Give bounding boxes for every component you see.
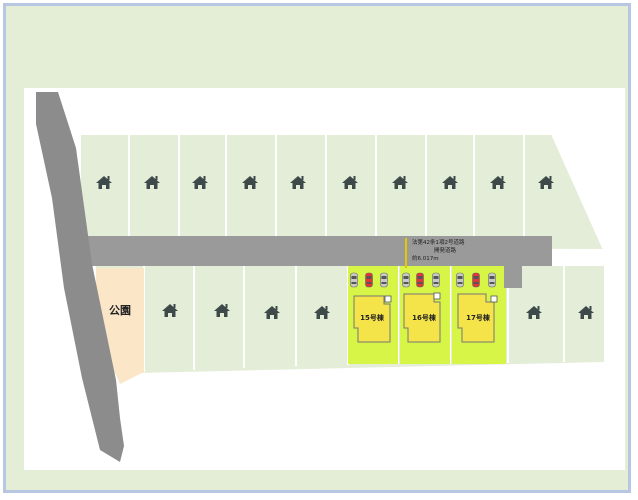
car-icon [416, 272, 424, 288]
site-plan-svg: 公園 15号棟 16号棟 17号棟 法第42条1項2号道路 開発道路 約6.01… [36, 92, 606, 462]
parking-cars [350, 272, 496, 288]
car-icon [432, 272, 440, 288]
car-icon [380, 272, 388, 288]
meter-box-15 [384, 295, 392, 303]
lot-16-label: 16号棟 [412, 313, 437, 322]
road-label-line1: 法第42条1項2号道路 [412, 238, 465, 246]
house-footprint-15 [353, 295, 391, 343]
meter-box-16 [433, 292, 441, 300]
road-label-line2: 開発道路 [434, 246, 457, 254]
top-lots-area [79, 133, 606, 252]
park-label: 公園 [109, 304, 131, 317]
car-icon [350, 272, 358, 288]
car-icon [456, 272, 464, 288]
lot-15-label: 15号棟 [360, 313, 385, 322]
top-lot-dividers [128, 134, 525, 238]
meter-box-17 [490, 295, 498, 303]
site-plan-map: 公園 15号棟 16号棟 17号棟 法第42条1項2号道路 開発道路 約6.01… [24, 88, 625, 470]
car-icon [402, 272, 410, 288]
car-icon [365, 272, 373, 288]
development-road [84, 236, 552, 288]
main-road [36, 92, 124, 462]
road-label-line3: 約6.017m [412, 254, 439, 262]
car-icon [488, 272, 496, 288]
house-footprint-17 [457, 293, 495, 343]
lot-17-label: 17号棟 [466, 313, 491, 322]
car-icon [472, 272, 480, 288]
